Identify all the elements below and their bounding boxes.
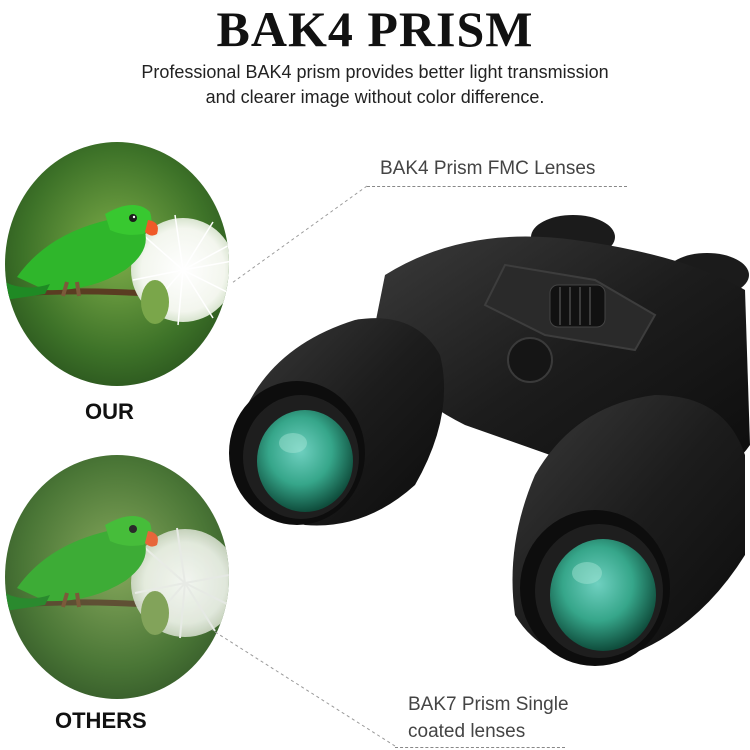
subtitle: Professional BAK4 prism provides better … bbox=[0, 60, 750, 110]
top-callout-underline bbox=[367, 186, 627, 187]
fmc-lenses-callout: BAK4 Prism FMC Lenses bbox=[380, 158, 596, 179]
subtitle-line-1: Professional BAK4 prism provides better … bbox=[141, 62, 609, 82]
our-sample-image bbox=[5, 142, 229, 386]
subtitle-line-2: and clearer image without color differen… bbox=[205, 87, 545, 107]
page-title: BAK4 PRISM bbox=[216, 1, 534, 57]
binoculars-image bbox=[229, 215, 750, 666]
others-sample-image bbox=[5, 455, 229, 699]
single-coated-callout-line-2: coated lenses bbox=[408, 721, 526, 742]
our-label: OUR bbox=[85, 399, 134, 424]
others-label: OTHERS bbox=[55, 708, 147, 733]
bottom-callout-underline bbox=[395, 747, 565, 748]
single-coated-callout: BAK7 Prism Single coated lenses bbox=[408, 691, 569, 745]
single-coated-callout-line-1: BAK7 Prism Single bbox=[408, 694, 569, 715]
